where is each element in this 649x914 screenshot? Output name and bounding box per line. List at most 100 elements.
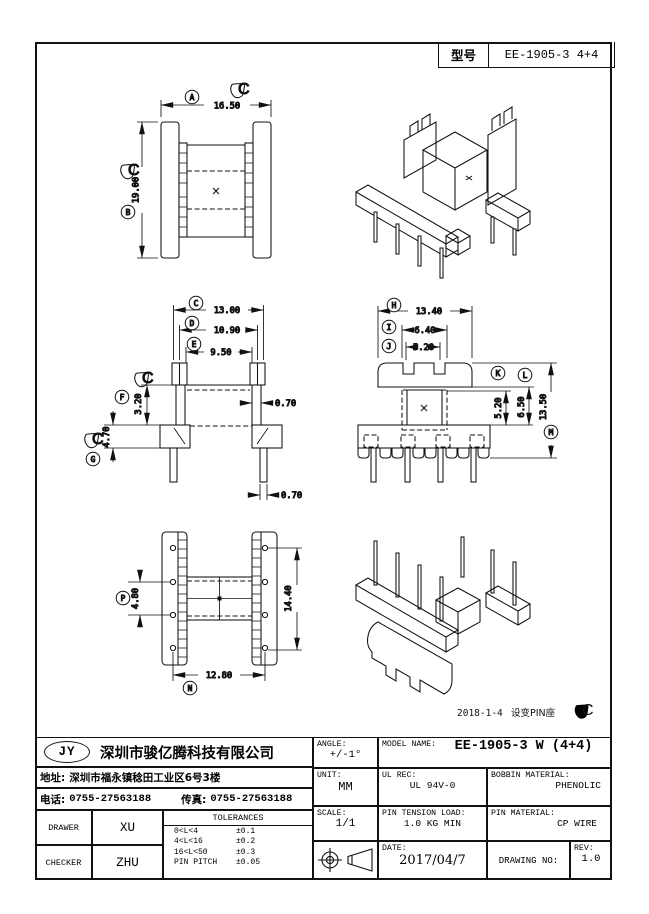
revision-flag (120, 161, 141, 180)
svg-text:B: B (126, 208, 131, 217)
model-number: EE-1905-3 4+4 (489, 42, 615, 68)
tolerance-row: PIN PITCH±0.05 (174, 857, 261, 867)
third-angle-projection-icon (318, 848, 373, 872)
model-header: 型号 EE-1905-3 4+4 (438, 42, 615, 68)
dim-label-H: H (386, 297, 402, 313)
phone-label: 电话: (40, 793, 66, 806)
drawer-value: XU (92, 810, 163, 845)
checker-value: ZHU (92, 845, 163, 880)
section-view: 13.00 10.90 9.50 C D E 0.70 3.20 F 4.70 … (84, 295, 303, 502)
revision-flag (84, 430, 105, 449)
pin-tension-cell: PIN TENSION LOAD:1.0 KG MIN (378, 806, 487, 841)
dim-N-value: 12.80 (206, 671, 232, 681)
svg-text:A: A (190, 93, 195, 102)
bobbin-material-cell: BOBBIN MATERIAL:PHENOLIC (487, 768, 612, 806)
svg-text:E: E (192, 340, 197, 349)
dim-label-M: M (543, 424, 559, 440)
dim-pin-value: 0.70 (281, 491, 302, 501)
model-name-cell: MODEL NAME: EE-1905-3 W (4+4) (378, 737, 612, 768)
dim-D-value: 10.90 (214, 326, 240, 336)
svg-text:M: M (549, 428, 554, 437)
drawer-label: DRAWER (35, 810, 92, 845)
dim-label-L: L (517, 367, 533, 383)
company-cell: JY 深圳市骏亿腾科技有限公司 (35, 737, 313, 767)
rev-cell: REV:1.0 (570, 841, 612, 880)
dim-B-value: 19.00 (132, 177, 142, 203)
svg-text:J: J (387, 342, 392, 351)
center-mark (465, 175, 473, 181)
dim-label-D: D (184, 315, 200, 331)
dim-P-value: 4.80 (131, 588, 141, 609)
dim-K-value: 5.20 (494, 397, 504, 418)
svg-text:N: N (188, 684, 193, 693)
tolerance-row: 16<L<50±0.3 (174, 847, 256, 857)
dim-M-value: 13.50 (539, 394, 549, 420)
revision-date: 2018-1-4 (457, 708, 503, 719)
projection-symbol-cell (313, 841, 378, 880)
phone-cell: 电话: 0755-27563188 传真: 0755-27563188 (35, 788, 313, 810)
dim-H-value: 13.40 (416, 307, 442, 317)
svg-text:G: G (91, 455, 96, 464)
checker-label: CHECKER (35, 845, 92, 880)
dim-label-C: C (188, 295, 204, 311)
tolerances-box: TOLERANCES 0<L<4±0.1 4<L<16±0.2 16<L<50±… (163, 810, 313, 880)
date-cell: DATE:2017/04/7 (378, 841, 487, 880)
revision-flag (230, 80, 251, 99)
ul-rec-cell: UL REC:UL 94V-0 (378, 768, 487, 806)
dim-side-height-value: 14.40 (284, 585, 294, 611)
model-label: 型号 (438, 42, 489, 68)
address-label: 地址: (40, 772, 66, 784)
dim-label-N: N (182, 680, 198, 696)
iso-view-bottom (354, 536, 532, 695)
bottom-view: 4.80 P 14.40 12.80 N (115, 531, 302, 696)
dim-L-value: 6.50 (517, 396, 527, 417)
dim-G-value: 4.70 (102, 426, 112, 447)
angle-cell: ANGLE:+/-1° (313, 737, 378, 768)
tolerance-row: 4<L<16±0.2 (174, 837, 256, 847)
revision-note: 2018-1-4 设变PIN座 (457, 702, 594, 719)
svg-text:F: F (120, 393, 125, 402)
svg-text:K: K (496, 369, 501, 378)
company-name: 深圳市骏亿腾科技有限公司 (100, 745, 274, 762)
svg-text:L: L (523, 371, 528, 380)
dim-label-I: I (381, 319, 397, 335)
phone-value: 0755-27563188 (69, 793, 152, 805)
dim-F-value: 3.20 (134, 393, 144, 414)
dim-I-value: 6.40 (414, 326, 435, 336)
scale-cell: SCALE:1/1 (313, 806, 378, 841)
drawing-no-cell: DRAWING NO: (487, 841, 570, 880)
address-cell: 地址: 深圳市福永镇稔田工业区6号3楼 (35, 767, 313, 788)
dim-J-value: 5.20 (413, 343, 434, 353)
pin-material-cell: PIN MATERIAL:CP WIRE (487, 806, 612, 841)
dim-label-G: G (85, 451, 101, 467)
dim-label-J: J (381, 338, 397, 354)
fax-value: 0755-27563188 (210, 793, 293, 805)
revision-flag (134, 369, 155, 388)
dim-label-E: E (186, 336, 202, 352)
front-view: 16.50 19.00 A B (120, 80, 272, 259)
center-mark (212, 187, 220, 195)
dim-E-value: 9.50 (210, 348, 231, 358)
side-view: 13.40 6.40 5.20 H I J 5.20 6.50 13.50 K … (357, 297, 559, 483)
tolerances-title: TOLERANCES (164, 811, 312, 826)
svg-text:I: I (387, 323, 392, 332)
tolerance-row: 0<L<4±0.1 (174, 827, 256, 837)
iso-view-top (354, 106, 532, 279)
dim-A-value: 16.50 (214, 102, 240, 112)
company-logo: JY (44, 741, 90, 763)
revision-text: 设变PIN座 (511, 707, 556, 719)
svg-text:D: D (190, 319, 195, 328)
center-mark (420, 404, 428, 412)
fax-label: 传真: (181, 793, 207, 806)
dim-wall-value: 0.70 (275, 399, 296, 409)
dim-label-F: F (114, 389, 130, 405)
svg-text:C: C (194, 299, 199, 308)
title-block: JY 深圳市骏亿腾科技有限公司 地址: 深圳市福永镇稔田工业区6号3楼 电话: … (35, 737, 612, 880)
revision-flag (574, 702, 594, 719)
address-value: 深圳市福永镇稔田工业区6号3楼 (69, 772, 221, 784)
model-name-value: EE-1905-3 W (4+4) (454, 739, 593, 754)
dim-label-K: K (490, 365, 506, 381)
svg-text:P: P (121, 594, 126, 603)
